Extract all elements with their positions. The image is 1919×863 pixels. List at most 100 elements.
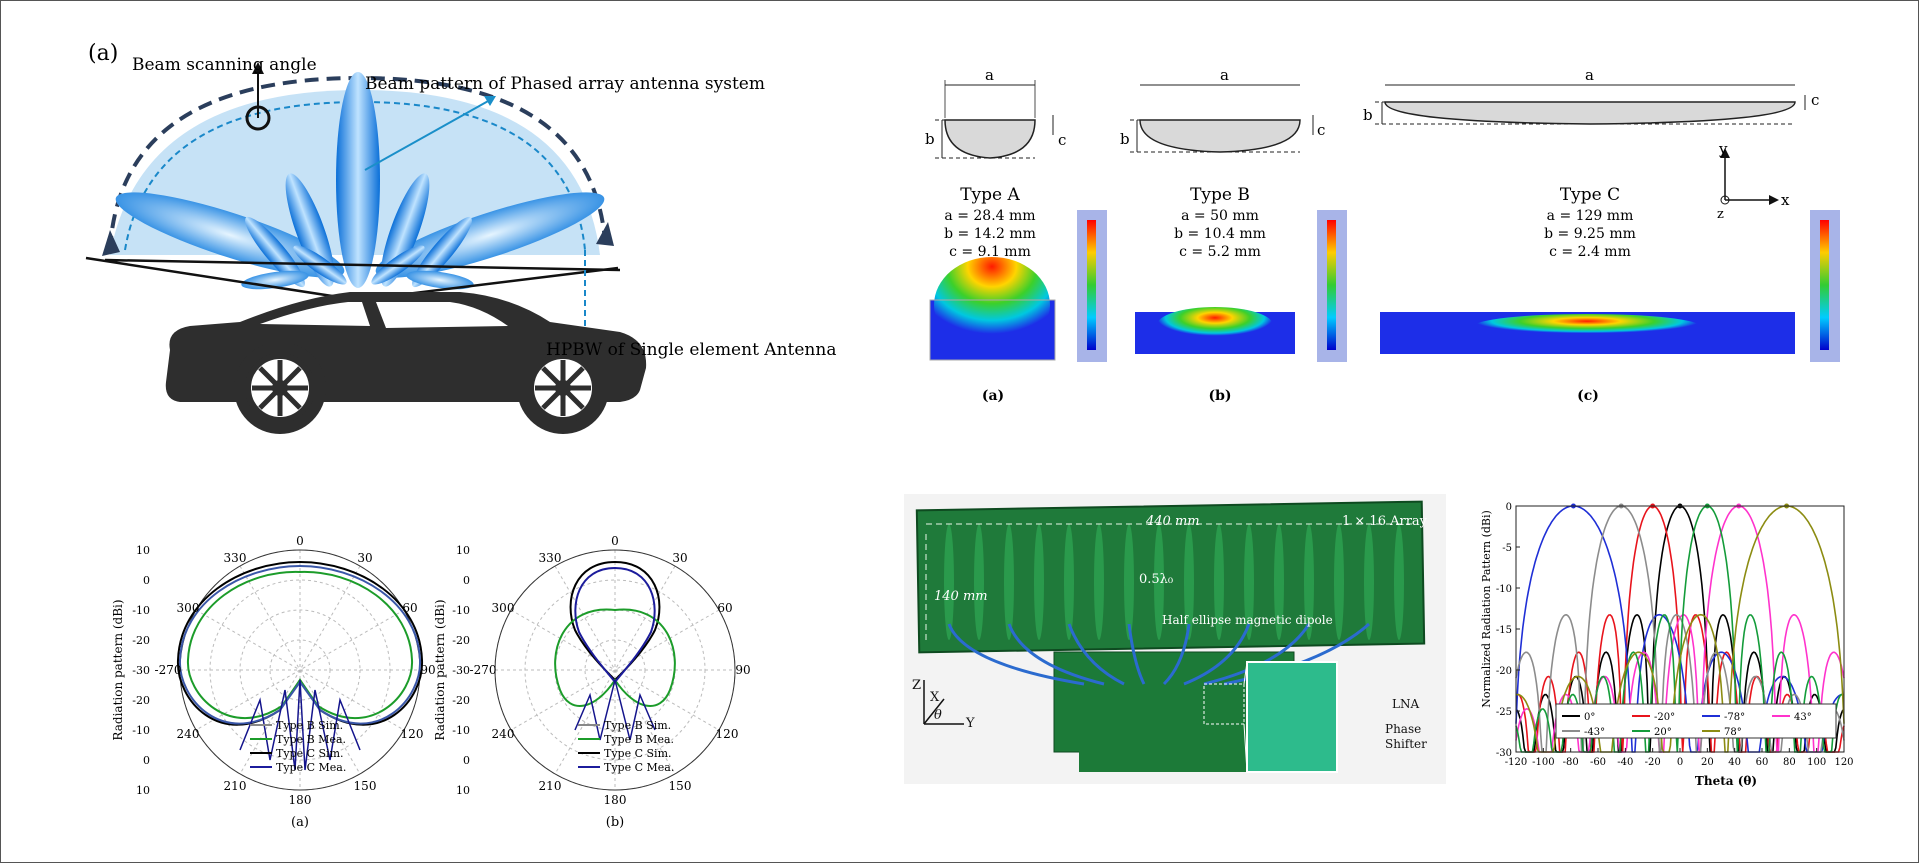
type-b-title: Type B <box>1190 185 1250 205</box>
svg-text:30: 30 <box>357 551 372 565</box>
x-tick-label: 120 <box>1834 757 1853 768</box>
polar-plot-b <box>494 549 736 791</box>
svg-text:b = 10.4 mm: b = 10.4 mm <box>1174 226 1266 242</box>
svg-text:a: a <box>1585 66 1594 84</box>
svg-text:c: c <box>1317 121 1325 139</box>
svg-text:c = 9.1 mm: c = 9.1 mm <box>949 244 1031 260</box>
photo-axis-theta: θ <box>934 708 942 723</box>
svg-text:b: b <box>925 130 935 148</box>
x-tick-label: 0 <box>1677 757 1683 768</box>
svg-text:x: x <box>1781 191 1790 209</box>
photo-axis-y: Y <box>966 716 975 731</box>
svg-text:0: 0 <box>143 574 150 587</box>
svg-text:c: c <box>1811 91 1819 109</box>
x-tick-label: -40 <box>1617 757 1633 768</box>
type-b-shape: a b c <box>1120 66 1325 153</box>
type-a-shape: a b c <box>925 66 1066 159</box>
type-c-shape: a b c <box>1363 66 1819 125</box>
svg-text:180: 180 <box>289 793 312 807</box>
svg-text:150: 150 <box>669 779 692 793</box>
svg-text:a: a <box>985 66 994 84</box>
svg-text:-30: -30 <box>132 664 150 677</box>
svg-text:330: 330 <box>539 551 562 565</box>
svg-text:0: 0 <box>463 754 470 767</box>
beam-scanning-label: Beam scanning angle <box>132 55 317 75</box>
x-tick-label: -100 <box>1532 757 1554 768</box>
polar-legend-a: Type B Sim. Type B Mea. Type C Sim. Type… <box>250 719 346 774</box>
svg-text:c = 2.4 mm: c = 2.4 mm <box>1549 244 1631 260</box>
legend-label-6: 78° <box>1724 727 1742 738</box>
svg-text:Type B Sim.: Type B Sim. <box>276 719 343 732</box>
legend-label-2: -78° <box>1724 712 1745 723</box>
svg-text:60: 60 <box>717 601 732 615</box>
svg-text:-270: -270 <box>155 663 182 677</box>
legend-label-5: 20° <box>1654 727 1672 738</box>
series-line-4 <box>1515 505 1845 753</box>
field-map-a <box>929 210 1107 362</box>
svg-text:150: 150 <box>354 779 377 793</box>
xyz-axes: y x z <box>1717 140 1790 222</box>
svg-text:Radiation pattern (dBi): Radiation pattern (dBi) <box>433 599 447 740</box>
x-tick-label: 60 <box>1756 757 1769 768</box>
photo-axis-z: Z <box>912 678 922 693</box>
svg-text:(a): (a) <box>291 815 309 830</box>
svg-text:b: b <box>1363 106 1373 124</box>
svg-text:-10: -10 <box>452 604 470 617</box>
car-beam-illustration: (a) Beam scanning angle Beam pattern of … <box>85 41 836 434</box>
svg-text:(c): (c) <box>1577 388 1599 404</box>
svg-text:(b): (b) <box>606 815 624 830</box>
svg-text:Type B Mea.: Type B Mea. <box>276 733 346 746</box>
svg-text:-30: -30 <box>452 664 470 677</box>
x-tick-label: 20 <box>1701 757 1714 768</box>
x-tick-label: 100 <box>1807 757 1826 768</box>
shifter-label: Shifter <box>1385 737 1427 751</box>
svg-text:c = 5.2 mm: c = 5.2 mm <box>1179 244 1261 260</box>
svg-text:c: c <box>1058 131 1066 149</box>
legend-label-1: -20° <box>1654 712 1675 723</box>
dipole-label: Half ellipse magnetic dipole <box>1162 613 1333 627</box>
panel-a-label: (a) <box>88 41 118 66</box>
svg-text:10: 10 <box>136 544 150 557</box>
svg-text:10: 10 <box>456 784 470 797</box>
svg-text:-20: -20 <box>132 694 150 707</box>
beam-lobes <box>115 72 605 290</box>
chart-ylabel: Normalized Radiation Pattern (dBi) <box>1480 510 1493 708</box>
svg-text:a = 28.4 mm: a = 28.4 mm <box>944 208 1035 224</box>
series-line-5 <box>1515 505 1845 753</box>
svg-text:300: 300 <box>177 601 200 615</box>
svg-text:210: 210 <box>539 779 562 793</box>
svg-text:Type C Sim.: Type C Sim. <box>276 747 344 760</box>
polar-legend-b: Type B Sim. Type B Mea. Type C Sim. Type… <box>578 719 674 774</box>
svg-text:0: 0 <box>296 534 304 548</box>
chart-xlabel: Theta (θ) <box>1695 774 1757 788</box>
svg-text:-20: -20 <box>452 634 470 647</box>
svg-text:-20: -20 <box>452 694 470 707</box>
field-map-c <box>1380 210 1840 362</box>
legend-label-4: -43° <box>1584 727 1605 738</box>
svg-text:0: 0 <box>143 754 150 767</box>
svg-text:a = 50 mm: a = 50 mm <box>1181 208 1259 224</box>
svg-text:120: 120 <box>401 727 424 741</box>
svg-text:Type B Mea.: Type B Mea. <box>604 733 674 746</box>
svg-text:90: 90 <box>735 663 750 677</box>
svg-text:240: 240 <box>492 727 515 741</box>
svg-text:180: 180 <box>604 793 627 807</box>
hpbw-label: HPBW of Single element Antenna <box>546 340 836 360</box>
y-tick-label: -25 <box>1496 707 1512 718</box>
svg-text:10: 10 <box>456 544 470 557</box>
svg-text:Radiation pattern (dBi): Radiation pattern (dBi) <box>111 599 125 740</box>
beam-pattern-label: Beam pattern of Phased array antenna sys… <box>365 74 765 94</box>
svg-text:-270: -270 <box>470 663 497 677</box>
lna-label: LNA <box>1392 697 1420 711</box>
svg-text:10: 10 <box>136 784 150 797</box>
spacing-label: 0.5λ₀ <box>1139 572 1174 587</box>
y-tick-label: -20 <box>1496 666 1512 677</box>
svg-text:240: 240 <box>177 727 200 741</box>
legend-label-3: 43° <box>1794 712 1812 723</box>
photo-axis-x: X <box>930 690 940 705</box>
x-tick-label: -20 <box>1645 757 1661 768</box>
svg-text:Type C Mea.: Type C Mea. <box>276 761 346 774</box>
svg-text:330: 330 <box>224 551 247 565</box>
x-tick-label: -80 <box>1563 757 1579 768</box>
